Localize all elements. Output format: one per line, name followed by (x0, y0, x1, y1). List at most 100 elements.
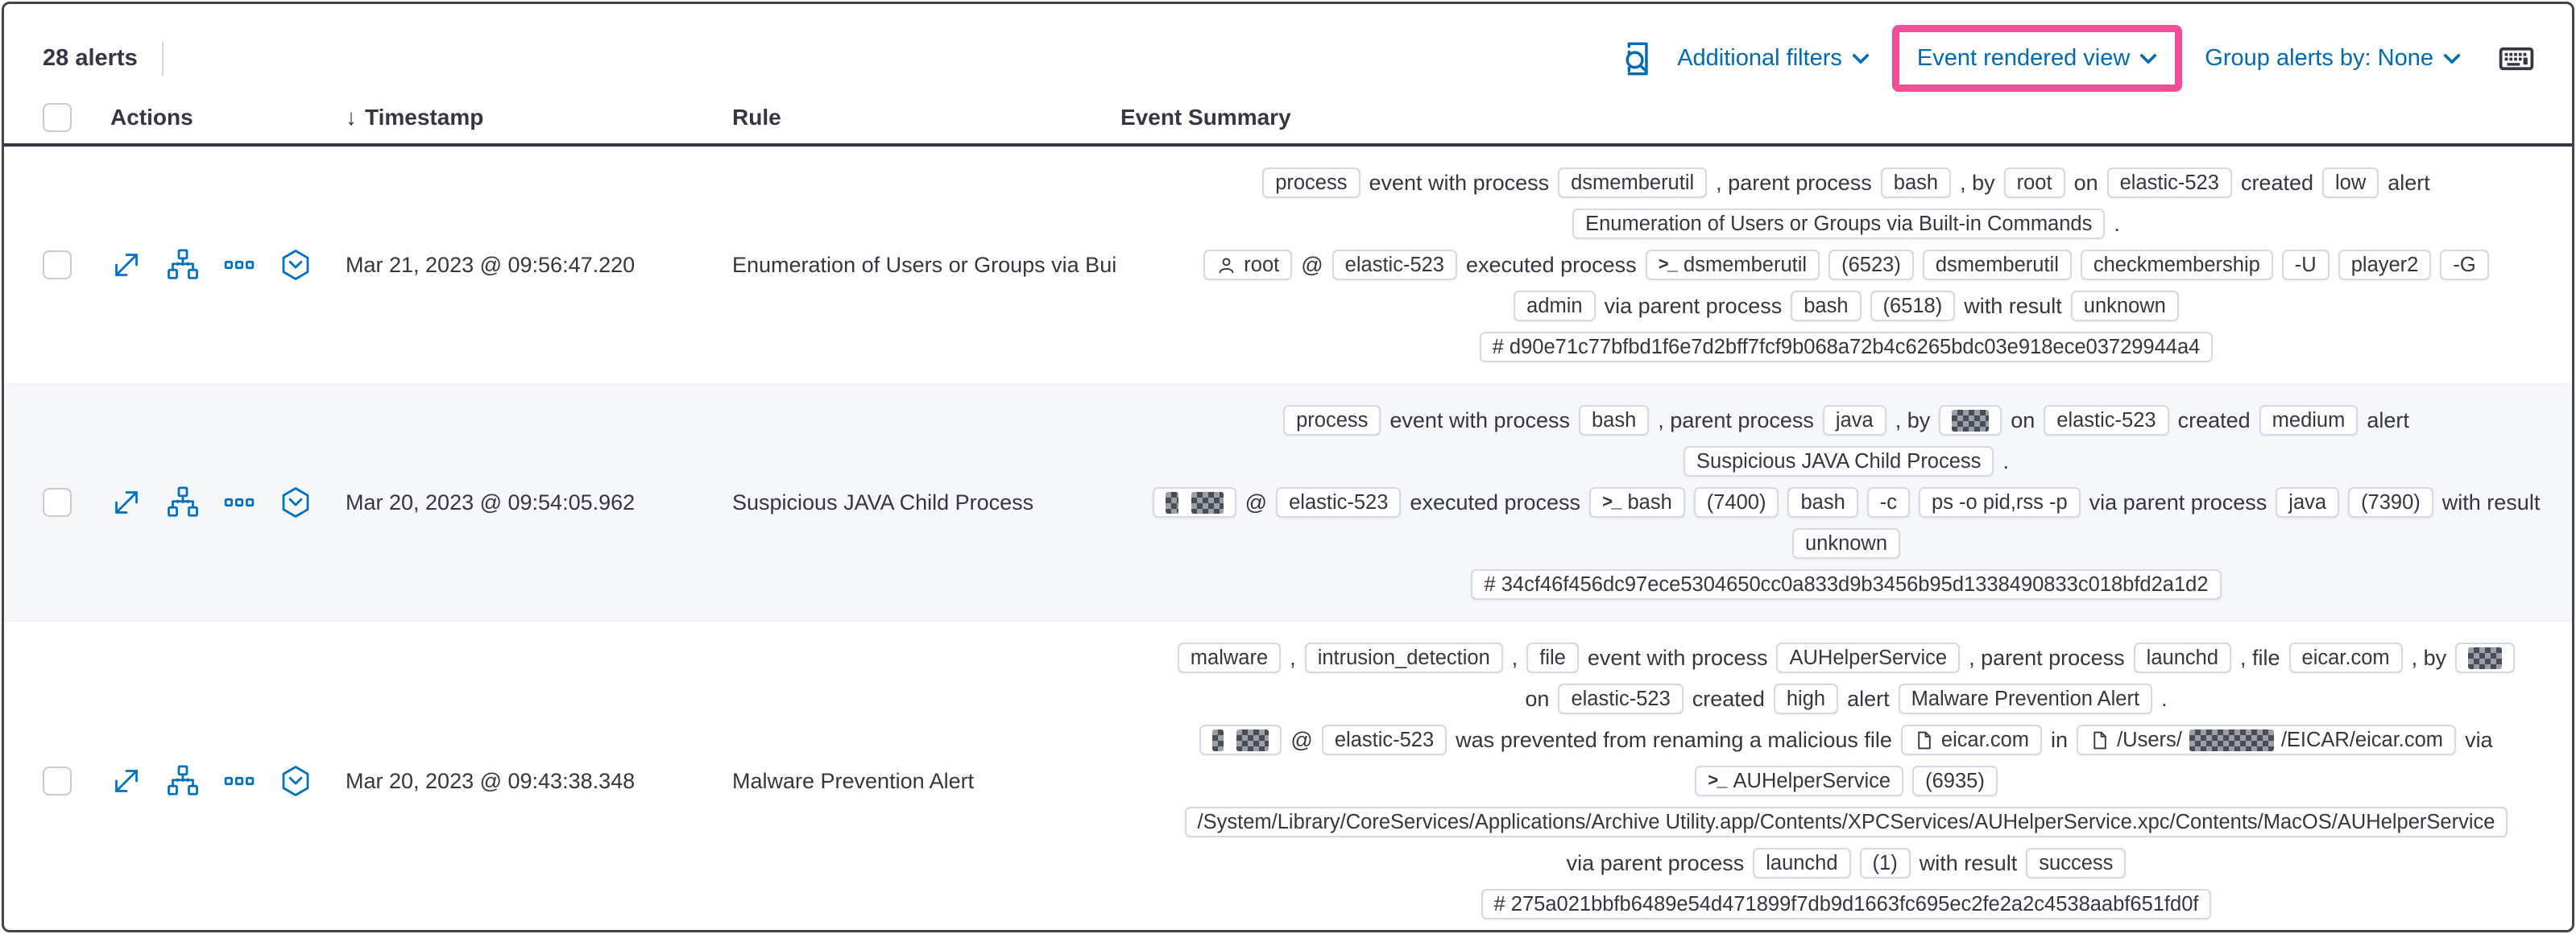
event-value-badge[interactable]: -G (2440, 250, 2489, 280)
event-value-badge[interactable]: (6935) (1912, 766, 1998, 796)
event-value-badge[interactable]: elastic-523 (1321, 725, 1447, 755)
alert-rule-name[interactable]: Malware Prevention Alert (732, 768, 975, 793)
event-value-badge[interactable]: intrusion_detection (1304, 643, 1503, 673)
event-value-badge[interactable]: unknown (2070, 291, 2179, 321)
timestamp-cell: Mar 20, 2023 @ 09:54:05.962 (346, 490, 732, 515)
event-value-badge[interactable]: bash (1787, 487, 1858, 518)
event-value-badge[interactable]: /Users//EICAR/eicar.com (2077, 725, 2457, 755)
alert-rule-name[interactable]: Enumeration of Users or Groups via Bui (732, 252, 1117, 277)
keyboard-icon[interactable] (2496, 40, 2537, 77)
event-value-badge[interactable]: elastic-523 (1331, 250, 1457, 280)
session-view-button[interactable] (280, 486, 312, 519)
column-header-rule: Rule (732, 105, 781, 130)
badge-text: dsmemberutil (1571, 171, 1695, 194)
event-value-badge[interactable]: (6518) (1870, 291, 1956, 321)
column-header-timestamp[interactable]: ↓Timestamp (346, 105, 484, 130)
event-value-badge[interactable]: >_bash (1589, 487, 1685, 518)
row-checkbox[interactable] (43, 767, 72, 796)
more-actions-button[interactable] (223, 765, 255, 797)
event-value-badge[interactable]: dsmemberutil (1558, 167, 1708, 198)
event-value-badge[interactable]: eicar.com (2288, 643, 2403, 673)
event-value-badge[interactable]: bash (1579, 405, 1650, 436)
event-value-badge[interactable]: checkmembership (2080, 250, 2273, 280)
event-value-badge[interactable]: success (2026, 848, 2127, 878)
event-value-badge[interactable]: AUHelperService (1776, 643, 1961, 673)
inspect-icon[interactable] (1617, 40, 1655, 77)
event-value-badge[interactable]: # 275a021bbfb6489e54d471899f7db9d1663fc6… (1481, 889, 2212, 920)
badge-text: dsmemberutil (1684, 253, 1808, 276)
event-value-badge[interactable] (1939, 405, 2002, 436)
event-value-badge[interactable]: -c (1866, 487, 1911, 518)
event-value-badge[interactable]: bash (1880, 167, 1952, 198)
analyze-event-button[interactable] (167, 486, 199, 519)
session-view-button[interactable] (280, 249, 312, 281)
row-checkbox[interactable] (43, 250, 72, 279)
event-value-badge[interactable]: dsmemberutil (1922, 250, 2072, 280)
event-value-badge[interactable]: eicar.com (1900, 725, 2043, 755)
badge-text: malware (1190, 646, 1269, 669)
event-summary-text: event with process (1369, 170, 1550, 195)
event-value-badge[interactable]: /System/Library/CoreServices/Application… (1184, 807, 2508, 837)
event-value-badge[interactable]: elastic-523 (2106, 167, 2232, 198)
event-value-badge[interactable]: root (1203, 250, 1293, 280)
event-value-badge[interactable]: file (1526, 643, 1579, 673)
analyze-event-button[interactable] (167, 765, 199, 797)
expand-button[interactable] (110, 486, 143, 519)
event-value-badge[interactable]: low (2322, 167, 2379, 198)
event-value-badge[interactable]: ps -o pid,rss -p (1919, 487, 2081, 518)
event-value-badge[interactable]: -U (2281, 250, 2330, 280)
event-value-badge[interactable]: (7400) (1693, 487, 1779, 518)
row-checkbox[interactable] (43, 488, 72, 517)
event-value-badge[interactable]: # d90e71c77bfbd1f6e7d2bff7fcf9b068a72b4c… (1479, 332, 2214, 362)
alert-rule-name[interactable]: Suspicious JAVA Child Process (732, 490, 1034, 515)
event-value-badge[interactable]: (1) (1859, 848, 1911, 878)
event-value-badge[interactable] (2455, 643, 2516, 673)
event-value-badge[interactable]: >_dsmemberutil (1645, 250, 1820, 280)
badge-text: elastic-523 (1289, 490, 1389, 514)
alert-timestamp: Mar 20, 2023 @ 09:54:05.962 (346, 490, 636, 515)
expand-button[interactable] (110, 249, 143, 281)
event-value-badge[interactable]: launchd (2133, 643, 2231, 673)
event-value-badge[interactable]: Suspicious JAVA Child Process (1684, 446, 1994, 477)
event-value-badge[interactable]: # 34cf46f456dc97ece5304650cc0a833d9b3456… (1471, 569, 2222, 600)
event-value-badge[interactable]: player2 (2338, 250, 2432, 280)
session-view-button[interactable] (280, 765, 312, 797)
event-value-badge[interactable]: (7390) (2348, 487, 2433, 518)
analyze-event-button[interactable] (167, 249, 199, 281)
more-actions-button[interactable] (223, 249, 255, 281)
event-value-badge[interactable]: launchd (1753, 848, 1851, 878)
event-value-badge[interactable]: Malware Prevention Alert (1898, 684, 2153, 714)
event-value-badge[interactable]: java (2276, 487, 2340, 518)
event-summary-text: alert (1847, 686, 1890, 711)
analyze-event-icon (167, 249, 199, 281)
event-value-badge[interactable]: admin (1514, 291, 1596, 321)
event-value-badge[interactable]: high (1773, 684, 1839, 714)
event-value-badge[interactable]: bash (1791, 291, 1862, 321)
event-value-badge[interactable] (1199, 725, 1282, 755)
event-value-badge[interactable]: >_AUHelperService (1695, 766, 1904, 796)
event-value-badge[interactable]: elastic-523 (1276, 487, 1402, 518)
rule-cell: Malware Prevention Alert (732, 769, 1120, 794)
event-value-badge[interactable]: (6523) (1828, 250, 1914, 280)
event-summary-text: , by (1960, 170, 1995, 195)
event-value-badge[interactable]: medium (2259, 405, 2359, 436)
event-value-badge[interactable]: Enumeration of Users or Groups via Built… (1572, 209, 2106, 239)
select-all-checkbox[interactable] (43, 103, 72, 132)
event-value-badge[interactable]: unknown (1791, 528, 1901, 559)
expand-button[interactable] (110, 765, 143, 797)
event-value-badge[interactable]: malware (1177, 643, 1282, 673)
event-value-badge[interactable]: process (1283, 405, 1381, 436)
more-actions-button[interactable] (223, 486, 255, 519)
event-value-badge[interactable]: elastic-523 (1558, 684, 1684, 714)
redacted-value (1191, 491, 1224, 514)
event-value-badge[interactable]: elastic-523 (2044, 405, 2169, 436)
group-alerts-button[interactable]: Group alerts by: None (2205, 45, 2461, 72)
event-value-badge[interactable] (1152, 487, 1236, 518)
view-selector-button[interactable]: Event rendered view (1917, 45, 2157, 72)
event-value-badge[interactable]: process (1262, 167, 1360, 198)
additional-filters-button[interactable]: Additional filters (1677, 45, 1870, 72)
event-value-badge[interactable]: root (2003, 167, 2065, 198)
badge-text: eicar.com (1940, 728, 2030, 751)
event-value-badge[interactable]: java (1822, 405, 1886, 436)
badge-text: elastic-523 (2056, 408, 2156, 432)
